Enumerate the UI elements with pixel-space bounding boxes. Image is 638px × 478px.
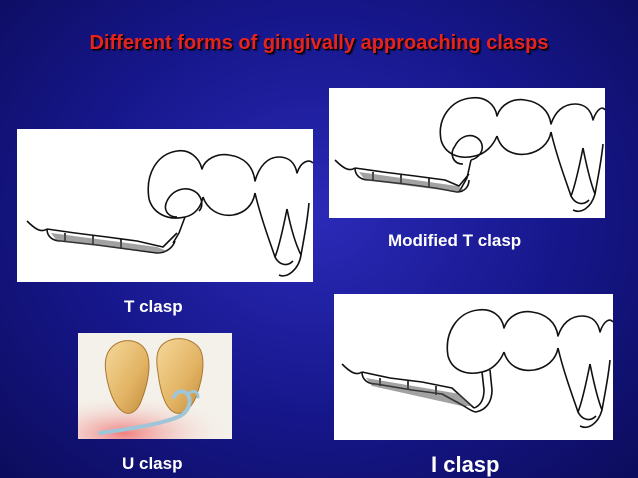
- t-clasp-line-drawing: [26, 149, 313, 277]
- i-clasp-line-drawing: [341, 308, 613, 428]
- u-clasp-color-illustration: [78, 338, 232, 439]
- modified-t-clasp-caption: Modified T clasp: [388, 231, 522, 250]
- u-clasp-drawing: [78, 333, 232, 439]
- slide-title: Different forms of gingivally approachin…: [89, 32, 549, 54]
- t-clasp-caption: T clasp: [124, 297, 183, 316]
- modified-t-clasp-line-drawing: [334, 96, 605, 212]
- i-clasp-caption: I clasp: [431, 452, 500, 477]
- u-clasp-caption: U clasp: [122, 454, 183, 473]
- t-clasp-drawing: [17, 129, 313, 282]
- i-clasp-drawing: [334, 294, 613, 440]
- modified-t-clasp-drawing: [329, 88, 605, 218]
